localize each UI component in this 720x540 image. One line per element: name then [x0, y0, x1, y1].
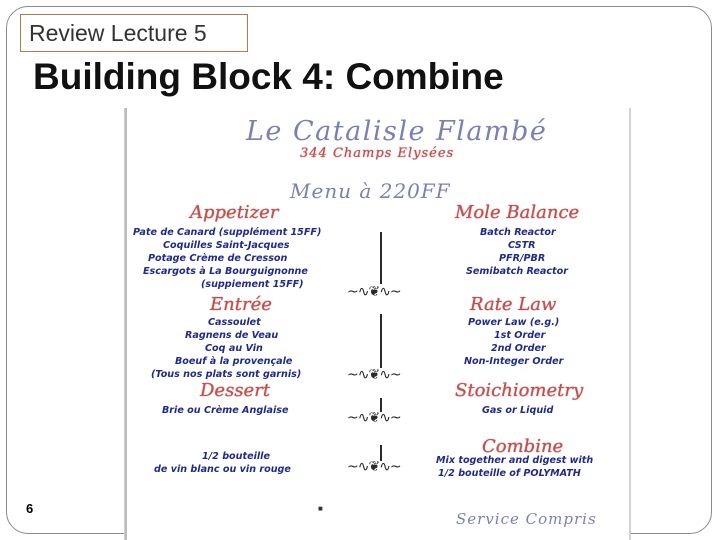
slide-title: Building Block 4: Combine [33, 56, 504, 97]
stoichiometry-heading: Stoichiometry [455, 380, 584, 401]
menu-item: Coq au Vin [205, 343, 263, 354]
menu-item: de vin blanc ou vin rouge [154, 464, 291, 475]
menu-item: Boeuf à la provençale [175, 356, 293, 367]
center-divider [380, 445, 382, 461]
menu-item: 1/2 bouteille [202, 451, 270, 462]
menu-item: Ragnens de Veau [185, 330, 279, 341]
menu-item: PFR/PBR [499, 253, 546, 264]
page-number: 6 [26, 501, 34, 516]
menu-item: Mix together and digest with [436, 455, 594, 466]
center-divider [380, 232, 382, 284]
menu-image [125, 108, 631, 540]
combine-heading: Combine [482, 436, 564, 457]
menu-item: 1/2 bouteille of POLYMATH [438, 468, 581, 479]
menu-item: Potage Crème de Cresson [148, 253, 288, 264]
menu-item: Batch Reactor [480, 227, 556, 238]
rate-law-heading: Rate Law [470, 294, 557, 315]
ornament-icon: ~∿❦∿~ [347, 284, 402, 300]
service-note: Service Compris [456, 510, 597, 528]
menu-item: (suppiement 15FF) [201, 279, 304, 290]
restaurant-address: 344 Champs Elysées [300, 146, 455, 161]
menu-item: Non-Integer Order [464, 356, 564, 367]
menu-item: (Tous nos plats sont garnis) [151, 369, 302, 380]
dessert-heading: Dessert [200, 380, 271, 401]
menu-item: Gas or Liquid [482, 405, 554, 416]
menu-item: Power Law (e.g.) [468, 317, 560, 328]
ornament-icon: ~∿❦∿~ [347, 459, 402, 475]
menu-item: 2nd Order [491, 343, 546, 354]
ornament-icon: ~∿❦∿~ [347, 410, 402, 426]
restaurant-name: Le Catalisle Flambé [246, 116, 548, 147]
entree-heading: Entrée [210, 294, 272, 315]
menu-item: CSTR [508, 240, 536, 251]
menu-item: Escargots à La Bourguignonne [143, 266, 308, 277]
center-divider [380, 398, 382, 412]
center-divider [380, 314, 382, 368]
appetizer-heading: Appetizer [190, 202, 279, 223]
dot-mark: ■ [318, 504, 323, 513]
menu-item: Semibatch Reactor [466, 266, 568, 277]
menu-item: Coquilles Saint-Jacques [163, 240, 290, 251]
review-tag: Review Lecture 5 [20, 14, 248, 52]
mole-balance-heading: Mole Balance [455, 202, 580, 223]
menu-item: 1st Order [494, 330, 546, 341]
menu-item: Brie ou Crème Anglaise [162, 405, 289, 416]
ornament-icon: ~∿❦∿~ [347, 367, 402, 383]
menu-price: Menu à 220FF [290, 179, 451, 203]
menu-item: Cassoulet [208, 317, 261, 328]
menu-item: Pate de Canard (supplément 15FF) [133, 227, 322, 238]
